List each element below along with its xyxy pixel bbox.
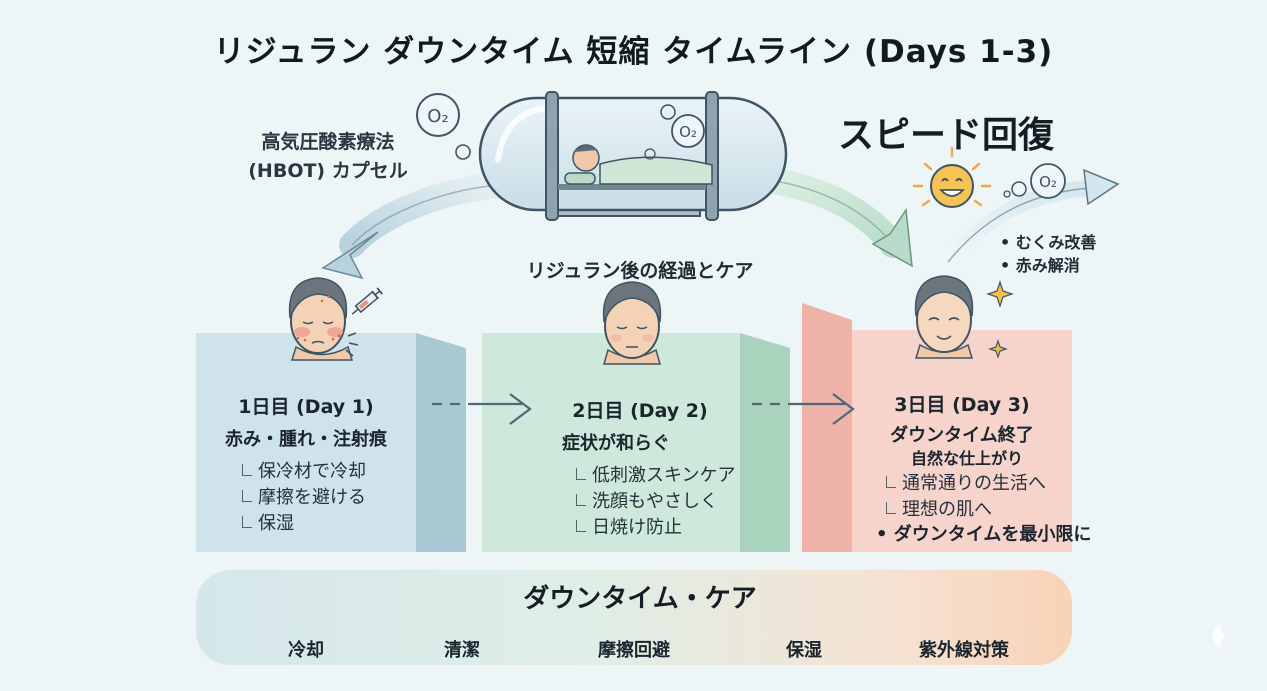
oxygen-bubbles-left: O₂ [416, 93, 471, 160]
care-label-cooling: 冷却 [288, 640, 324, 661]
care-title: ダウンタイム・ケア [523, 584, 757, 614]
center-caption: リジュラン後の経過とケア [526, 260, 754, 282]
hbot-label: 高気圧酸素療法 (HBOT) カプセル [218, 128, 438, 186]
arrow-day1-to-day2 [432, 393, 532, 425]
day2-panel [482, 333, 790, 552]
day3-extra-note: • ダウンタイムを最小限に [876, 524, 1092, 545]
hbot-capsule-icon: O₂ [478, 91, 788, 221]
upward-arrow [940, 168, 1120, 270]
day1-panel [196, 333, 466, 552]
face-day1-icon [288, 277, 359, 361]
day2-subtitle: 症状が和らぐ [562, 433, 670, 454]
day3-care-item: 通常通りの生活へ [880, 471, 1072, 497]
benefit-item: 赤み解消 [1000, 254, 1096, 277]
day2-care-item: 日焼け防止 [570, 515, 760, 541]
hbot-label-line1: 高気圧酸素療法 [261, 131, 395, 153]
care-label-avoid-friction: 摩擦回避 [598, 640, 670, 661]
day2-text: 2日目 (Day 2) 症状が和らぐ 低刺激スキンケア 洗顔もやさしく 日焼け防… [520, 396, 760, 541]
sparkle-icons-day3 [986, 280, 1014, 359]
day1-care-item: 保湿 [236, 511, 416, 537]
day3-care-item: 理想の肌へ [880, 497, 1072, 523]
day1-heading: 1日目 (Day 1) [238, 396, 374, 418]
day3-panel [802, 303, 1072, 552]
page-title: リジュラン ダウンタイム 短縮 タイムライン (Days 1-3) [213, 34, 1054, 70]
day1-text: 1日目 (Day 1) 赤み・腫れ・注射痕 保冷材で冷却 摩擦を避ける 保湿 [196, 392, 416, 537]
care-label-clean: 清潔 [444, 640, 480, 661]
face-day3-icon [914, 275, 974, 359]
day1-subtitle: 赤み・腫れ・注射痕 [225, 429, 387, 450]
benefit-item: むくみ改善 [1000, 231, 1097, 254]
day2-care-list: 低刺激スキンケア 洗顔もやさしく 日焼け防止 [570, 463, 760, 541]
curved-arrow-to-day3 [757, 167, 913, 268]
day3-heading: 3日目 (Day 3) [894, 394, 1030, 416]
day3-subtitle2: 自然な仕上がり [910, 449, 1023, 468]
svg-text:O₂: O₂ [1039, 173, 1057, 191]
speed-recovery-headline: スピード回復 [838, 115, 1055, 156]
svg-text:O₂: O₂ [427, 106, 448, 127]
smiley-icon [912, 146, 992, 208]
day1-care-item: 摩擦を避ける [236, 485, 416, 511]
day2-care-item: 洗顔もやさしく [570, 489, 760, 515]
care-label-uv: 紫外線対策 [919, 640, 1009, 661]
day3-care-list: 通常通りの生活へ 理想の肌へ [880, 471, 1072, 523]
watermark-sparkle-icon [1212, 624, 1224, 648]
day2-care-item: 低刺激スキンケア [570, 463, 760, 489]
oxygen-bubbles-right: O₂ [1003, 163, 1066, 199]
hbot-label-line2: (HBOT) カプセル [248, 160, 408, 182]
svg-text:O₂: O₂ [679, 123, 697, 141]
syringe-icon [351, 287, 383, 315]
day1-care-item: 保冷材で冷却 [236, 459, 416, 485]
day1-care-list: 保冷材で冷却 摩擦を避ける 保湿 [236, 459, 416, 537]
curved-arrow-to-day1 [321, 172, 513, 280]
arrow-day2-to-day3 [752, 393, 855, 425]
day3-text: 3日目 (Day 3) ダウンタイム終了 自然な仕上がり 通常通りの生活へ 理想… [852, 390, 1072, 523]
face-day2-icon [602, 281, 662, 365]
downtime-care-bar [196, 570, 1072, 665]
day3-subtitle: ダウンタイム終了 [890, 425, 1034, 446]
day2-heading: 2日目 (Day 2) [572, 400, 708, 422]
care-label-moisturize: 保湿 [786, 640, 822, 661]
benefits-list: むくみ改善 赤み解消 [1000, 231, 1097, 277]
